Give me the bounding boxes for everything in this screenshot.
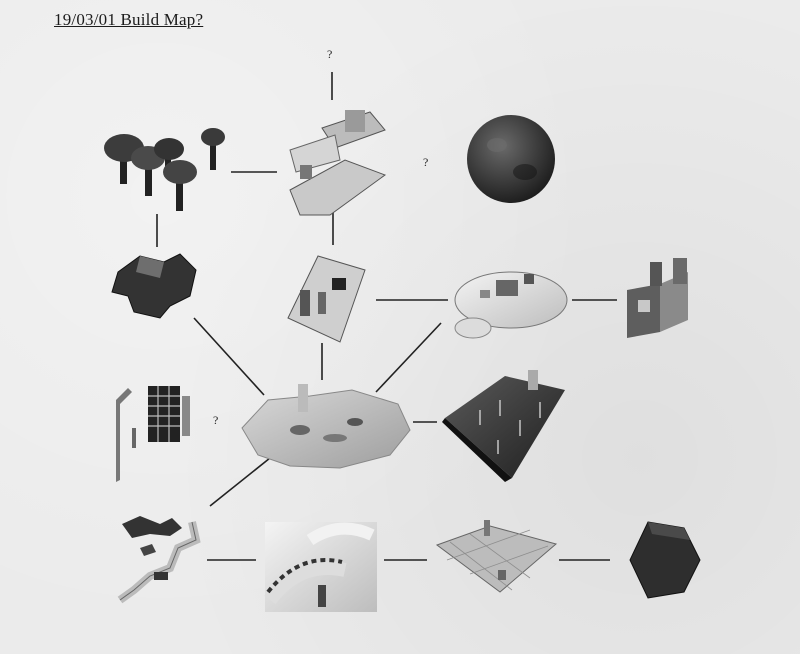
grid-arena-model xyxy=(435,520,558,593)
asteroid-model xyxy=(467,115,555,203)
page-title: 19/03/01 Build Map? xyxy=(54,10,204,29)
bridge-model xyxy=(289,110,387,216)
dark-platform-model xyxy=(442,370,565,482)
castle-model xyxy=(627,258,688,338)
towers-model xyxy=(116,386,190,482)
island-base-model xyxy=(454,271,568,339)
question-mark-top: ? xyxy=(327,47,333,61)
curved-road-model xyxy=(264,522,377,612)
path-track-model xyxy=(117,516,201,604)
trees-model xyxy=(104,128,225,211)
question-mark-towers: ? xyxy=(213,413,219,427)
question-mark-bridge: ? xyxy=(423,155,429,169)
central-terrain-model xyxy=(241,384,411,469)
hexagon-model xyxy=(629,521,701,599)
connector-lines xyxy=(156,72,617,561)
cross-block-model xyxy=(111,253,197,319)
ramp-ship-model xyxy=(287,255,366,343)
